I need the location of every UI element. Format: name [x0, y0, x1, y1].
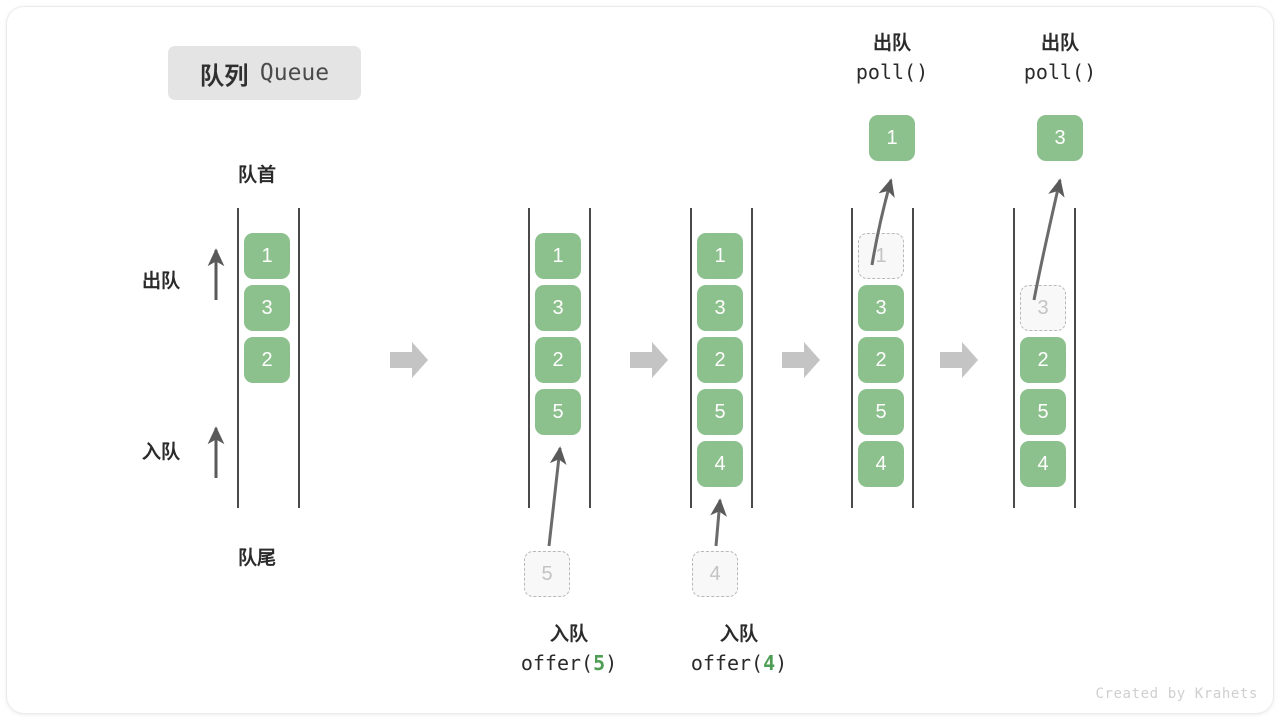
- offer5-cn: 入队: [549, 624, 588, 645]
- cell-col3-slot3: 2: [697, 337, 743, 383]
- poll1-cn: 出队: [872, 33, 911, 54]
- queue-tail-label: 队尾: [238, 548, 277, 569]
- col-3-rail-left: [690, 208, 692, 508]
- cell-col3-slot4: 5: [697, 389, 743, 435]
- cell-col4-slot3: 2: [858, 337, 904, 383]
- cell-col4-slot2: 3: [858, 285, 904, 331]
- queue-head-label: 队首: [238, 165, 277, 186]
- title-english: Queue: [259, 60, 330, 86]
- credit-text: Created by Krahets: [1095, 686, 1258, 702]
- polled-cell-1: 1: [869, 115, 915, 161]
- cell-col2-slot4: 5: [535, 389, 581, 435]
- cell-col1-slot3: 2: [244, 337, 290, 383]
- incoming-cell-offer5: 5: [524, 551, 570, 597]
- cell-col4-slot1-removed: 1: [858, 233, 904, 279]
- col-1-rail-left: [237, 208, 239, 508]
- col-5-rail-left: [1013, 208, 1015, 508]
- card-frame: [6, 6, 1274, 714]
- cell-col3-slot2: 3: [697, 285, 743, 331]
- cell-col1-slot1: 1: [244, 233, 290, 279]
- dequeue-side-label: 出队: [142, 271, 181, 292]
- operation-label-poll-2: 出队 poll(): [1000, 30, 1120, 87]
- cell-col5-slot3: 5: [1020, 389, 1066, 435]
- offer5-code: offer(5): [509, 649, 629, 678]
- col-3-rail-right: [751, 208, 753, 508]
- cell-col3-slot5: 4: [697, 441, 743, 487]
- cell-col5-slot4: 4: [1020, 441, 1066, 487]
- offer4-cn: 入队: [719, 624, 758, 645]
- col-2-rail-right: [589, 208, 591, 508]
- polled-cell-3: 3: [1037, 115, 1083, 161]
- offer4-suffix: ): [775, 650, 788, 675]
- diagram-title-chip: 队列 Queue: [168, 46, 361, 100]
- cell-col5-slot1-removed: 3: [1020, 285, 1066, 331]
- poll2-cn: 出队: [1040, 33, 1079, 54]
- poll2-code: poll(): [1023, 59, 1097, 84]
- title-chinese: 队列: [199, 62, 249, 90]
- col-2-rail-left: [528, 208, 530, 508]
- offer5-prefix: offer(: [520, 650, 594, 675]
- offer5-value: 5: [593, 650, 606, 675]
- offer4-value: 4: [763, 650, 776, 675]
- cell-col2-slot3: 2: [535, 337, 581, 383]
- poll1-code: poll(): [855, 59, 929, 84]
- col-5-rail-right: [1074, 208, 1076, 508]
- operation-label-poll-1: 出队 poll(): [832, 30, 952, 87]
- enqueue-side-label: 入队: [142, 442, 181, 463]
- cell-col2-slot1: 1: [535, 233, 581, 279]
- offer4-prefix: offer(: [690, 650, 764, 675]
- cell-col4-slot5: 4: [858, 441, 904, 487]
- offer5-suffix: ): [605, 650, 618, 675]
- operation-label-offer4: 入队 offer(4): [679, 621, 799, 678]
- col-4-rail-right: [912, 208, 914, 508]
- col-1-rail-right: [298, 208, 300, 508]
- cell-col2-slot2: 3: [535, 285, 581, 331]
- col-4-rail-left: [851, 208, 853, 508]
- operation-label-offer5: 入队 offer(5): [509, 621, 629, 678]
- cell-col3-slot1: 1: [697, 233, 743, 279]
- cell-col1-slot2: 3: [244, 285, 290, 331]
- cell-col4-slot4: 5: [858, 389, 904, 435]
- offer4-code: offer(4): [679, 649, 799, 678]
- incoming-cell-offer4: 4: [692, 551, 738, 597]
- cell-col5-slot2: 2: [1020, 337, 1066, 383]
